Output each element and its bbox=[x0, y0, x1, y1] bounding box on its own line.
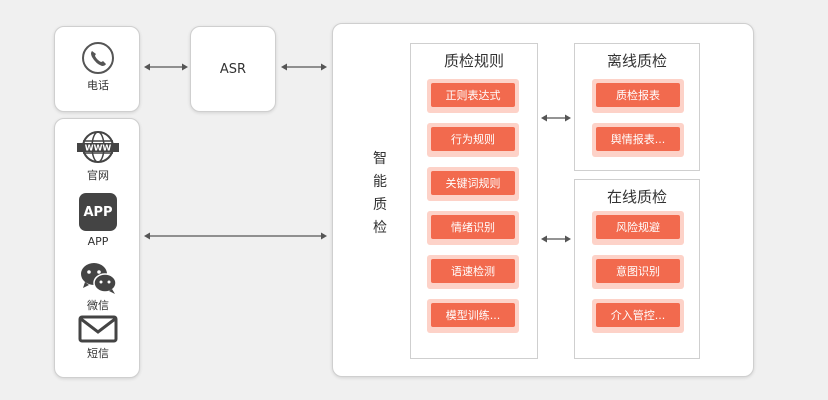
channels-card: WWW 官网 APP APP 微信 短信 bbox=[54, 118, 140, 378]
offline-item-label: 舆情报表... bbox=[596, 127, 680, 151]
rule-item-label: 正则表达式 bbox=[431, 83, 515, 107]
wechat-icon bbox=[81, 263, 117, 294]
channel-label: 官网 bbox=[87, 169, 109, 182]
channel-label: 微信 bbox=[87, 299, 109, 312]
arrow-phone-asr bbox=[144, 63, 188, 71]
offline-item[interactable]: 舆情报表... bbox=[592, 123, 684, 157]
channel-wechat: 微信 bbox=[55, 261, 141, 313]
rule-item[interactable]: 正则表达式 bbox=[427, 79, 519, 113]
online-panel-title: 在线质检 bbox=[606, 188, 667, 206]
rule-item[interactable]: 语速检测 bbox=[427, 255, 519, 289]
app-icon-text: APP bbox=[83, 204, 113, 220]
rules-panel: 质检规则 正则表达式 行为规则 关键词规则 情绪识别 语速检测 模型训练... bbox=[410, 43, 538, 359]
mail-icon bbox=[78, 315, 118, 343]
phone-card: 电话 bbox=[54, 26, 140, 112]
asr-label: ASR bbox=[219, 61, 247, 77]
smart-qc-char: 检 bbox=[373, 220, 387, 236]
phone-icon bbox=[82, 42, 114, 74]
svg-text:WWW: WWW bbox=[85, 144, 112, 153]
rule-item[interactable]: 关键词规则 bbox=[427, 167, 519, 201]
online-item-label: 意图识别 bbox=[596, 259, 680, 283]
arrow-rules-offline bbox=[541, 114, 571, 122]
rule-item-label: 情绪识别 bbox=[431, 215, 515, 239]
www-icon: WWW bbox=[77, 131, 119, 163]
asr-card: ASR bbox=[190, 26, 276, 112]
channel-label: APP bbox=[87, 235, 109, 248]
offline-panel: 离线质检 质检报表 舆情报表... bbox=[574, 43, 700, 171]
rule-item-label: 关键词规则 bbox=[431, 171, 515, 195]
offline-panel-title: 离线质检 bbox=[606, 52, 667, 70]
rule-item[interactable]: 模型训练... bbox=[427, 299, 519, 333]
online-item-label: 风险规避 bbox=[596, 215, 680, 239]
channel-website: WWW 官网 bbox=[55, 129, 141, 183]
online-panel: 在线质检 风险规避 意图识别 介入管控... bbox=[574, 179, 700, 359]
rule-item[interactable]: 行为规则 bbox=[427, 123, 519, 157]
offline-item[interactable]: 质检报表 bbox=[592, 79, 684, 113]
rules-panel-title: 质检规则 bbox=[443, 52, 504, 70]
channel-phone: 电话 bbox=[55, 41, 141, 93]
online-item[interactable]: 介入管控... bbox=[592, 299, 684, 333]
online-item[interactable]: 意图识别 bbox=[592, 255, 684, 289]
channel-label: 电话 bbox=[87, 79, 109, 92]
rule-item-label: 行为规则 bbox=[431, 127, 515, 151]
offline-item-label: 质检报表 bbox=[596, 83, 680, 107]
rule-item-label: 模型训练... bbox=[431, 303, 515, 327]
app-icon: APP bbox=[79, 193, 117, 231]
smart-qc-label: 智 能 质 检 bbox=[372, 148, 388, 240]
arrow-asr-qc bbox=[281, 63, 327, 71]
arrow-channels-qc bbox=[144, 232, 327, 240]
channel-sms: 短信 bbox=[55, 315, 141, 361]
channel-label: 短信 bbox=[87, 347, 109, 360]
online-item-label: 介入管控... bbox=[596, 303, 680, 327]
online-item[interactable]: 风险规避 bbox=[592, 211, 684, 245]
smart-qc-char: 能 bbox=[373, 174, 387, 190]
smart-qc-char: 质 bbox=[373, 197, 387, 213]
rule-item-label: 语速检测 bbox=[431, 259, 515, 283]
arrow-rules-online bbox=[541, 235, 571, 243]
rule-item[interactable]: 情绪识别 bbox=[427, 211, 519, 245]
smart-qc-char: 智 bbox=[373, 151, 387, 167]
channel-app: APP APP bbox=[55, 193, 141, 248]
